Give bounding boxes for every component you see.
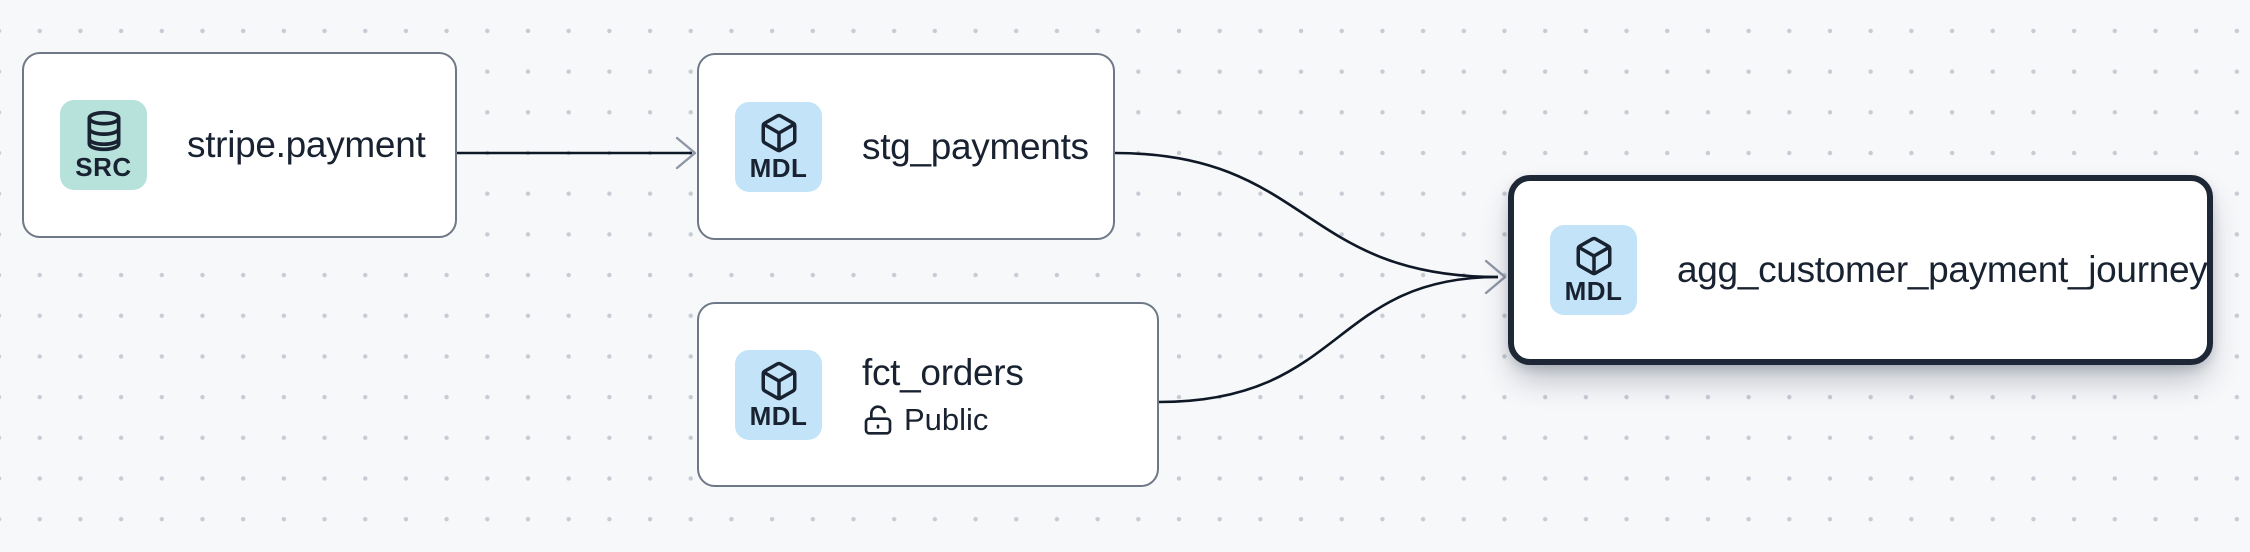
- node-stripe-payment[interactable]: SRC stripe.payment: [22, 52, 457, 238]
- node-label: stripe.payment: [187, 124, 426, 165]
- badge-label: SRC: [75, 152, 132, 182]
- database-icon: [87, 110, 120, 152]
- badge-label: MDL: [749, 400, 808, 431]
- badge-label: MDL: [1564, 276, 1623, 306]
- access-label: Public: [904, 401, 989, 437]
- cube-icon: [761, 361, 796, 400]
- model-badge: MDL: [1550, 225, 1637, 315]
- cube-icon: [1576, 236, 1611, 276]
- source-badge: SRC: [60, 100, 147, 190]
- node-label: agg_customer_payment_journey: [1677, 249, 2208, 290]
- node-agg-customer-payment-journey[interactable]: MDL agg_customer_payment_journey: [1508, 175, 2213, 365]
- node-label: stg_payments: [862, 125, 1089, 167]
- badge-label: MDL: [749, 152, 808, 183]
- access-row: Public: [862, 402, 1024, 438]
- arrowhead-icon: [675, 136, 697, 170]
- model-badge: MDL: [735, 101, 822, 192]
- lock-open-icon: [864, 404, 892, 435]
- model-badge: MDL: [735, 349, 822, 440]
- node-stg-payments[interactable]: MDL stg_payments: [697, 53, 1115, 240]
- node-label: fct_orders: [862, 351, 1024, 393]
- edge-fct-orders-to-agg: [1158, 275, 1499, 404]
- cube-icon: [761, 113, 796, 152]
- node-fct-orders[interactable]: MDL fct_orders Public: [697, 302, 1159, 487]
- arrowhead-icon: [1484, 259, 1507, 295]
- edge-stg-payments-to-agg: [1114, 151, 1499, 279]
